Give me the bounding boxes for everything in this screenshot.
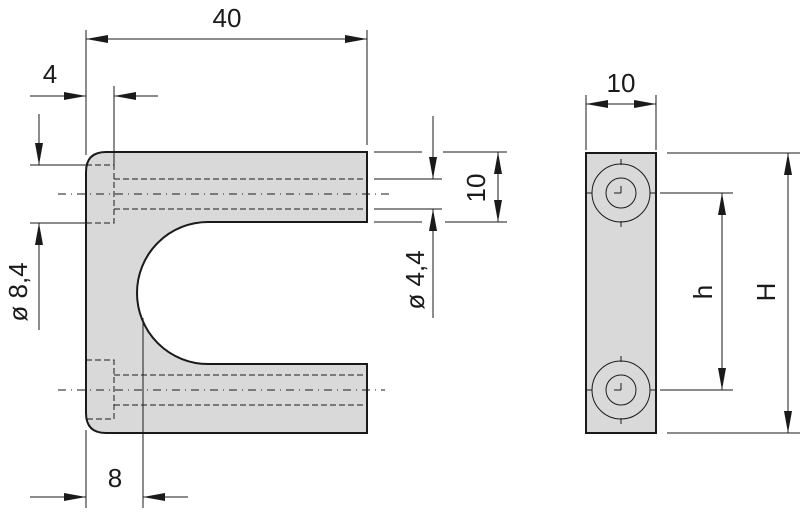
dim-dia-8-4-label: ø 8,4 xyxy=(3,262,33,321)
dim-H-label: H xyxy=(751,283,781,302)
side-view: 10 h H xyxy=(585,68,800,434)
dimension-slot-offset: 8 xyxy=(30,318,188,508)
dim-10-horizontal-label: 10 xyxy=(607,68,636,98)
upper-bolt-head xyxy=(586,159,655,227)
dimension-counterbore-depth: 4 xyxy=(30,59,158,165)
bracket-outline xyxy=(85,151,368,434)
dimension-arm-height: 10 xyxy=(443,151,507,223)
side-outline xyxy=(585,152,657,434)
dimension-counterbore-diameter: ø 8,4 xyxy=(3,114,86,330)
dimension-overall-height: H xyxy=(667,152,800,434)
dim-10-vertical-label: 10 xyxy=(461,174,491,203)
dimension-thickness: 10 xyxy=(585,68,657,150)
dim-40-label: 40 xyxy=(213,3,242,33)
dimension-overall-width: 40 xyxy=(85,3,368,155)
dim-dia-4-4-label: ø 4,4 xyxy=(400,250,430,309)
dimension-through-hole-diameter: ø 4,4 xyxy=(374,116,442,318)
dimension-hole-spacing: h xyxy=(660,192,733,391)
lower-bolt-head xyxy=(586,356,655,424)
dim-4-label: 4 xyxy=(43,59,57,89)
front-view: 40 4 ø 8,4 xyxy=(3,3,507,508)
upper-hole-hidden-lines xyxy=(58,164,390,224)
lower-hole-hidden-lines xyxy=(58,359,385,420)
dim-h-label: h xyxy=(688,285,718,299)
dim-8-label: 8 xyxy=(108,463,122,493)
